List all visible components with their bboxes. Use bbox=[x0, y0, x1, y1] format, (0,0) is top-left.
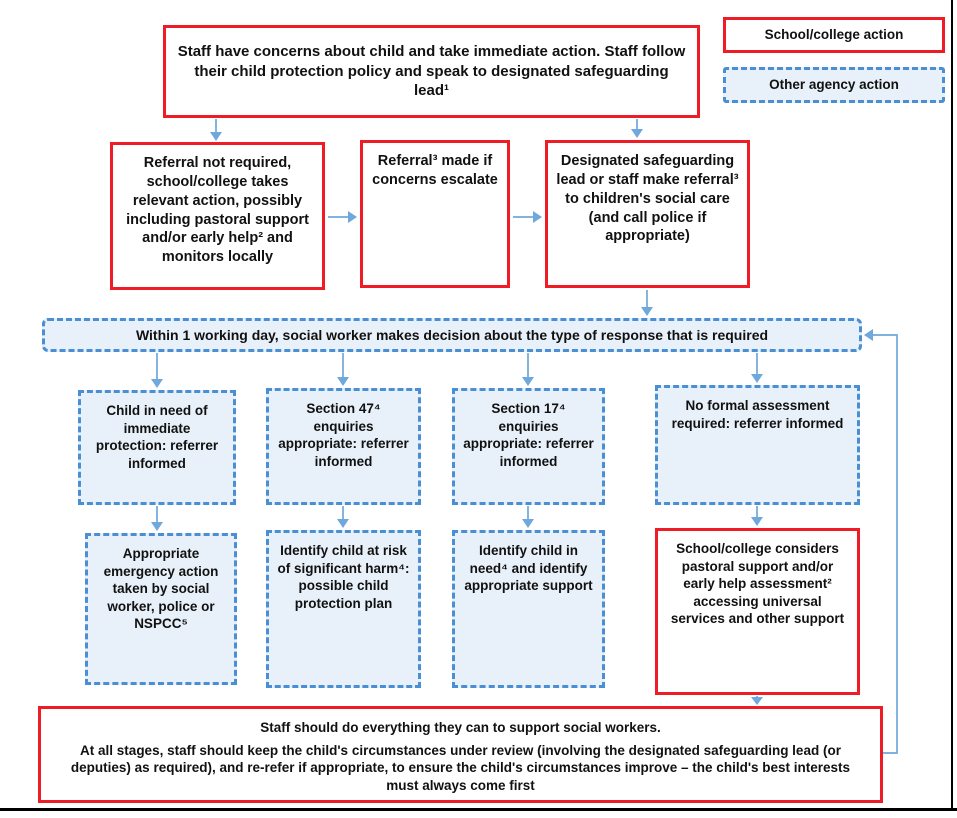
box-pastoral-support: School/college considers pastoral suppor… bbox=[655, 528, 860, 695]
page-edge-bottom bbox=[0, 808, 957, 811]
support-heading: Staff should do everything they can to s… bbox=[260, 720, 661, 735]
box-immediate-protection: Child in need of immediate protection: r… bbox=[78, 390, 236, 505]
box-referral-made-if-escalate: Referral³ made if concerns escalate bbox=[360, 140, 510, 288]
legend-other-agency-action: Other agency action bbox=[723, 67, 945, 103]
page-edge-right bbox=[951, 0, 953, 811]
box-support-social-workers: Staff should do everything they can to s… bbox=[38, 706, 883, 803]
box-referral-not-required: Referral not required, school/college ta… bbox=[110, 142, 325, 290]
box-section-17: Section 17⁴ enquiries appropriate: refer… bbox=[452, 388, 605, 505]
box-section-47: Section 47⁴ enquiries appropriate: refer… bbox=[266, 388, 421, 505]
legend-school-college-action: School/college action bbox=[723, 17, 945, 53]
banner-social-worker-decision: Within 1 working day, social worker make… bbox=[42, 318, 862, 352]
box-emergency-action: Appropriate emergency action taken by so… bbox=[85, 533, 237, 685]
support-body: At all stages, staff should keep the chi… bbox=[70, 742, 851, 793]
box-child-in-need: Identify child in need⁴ and identify app… bbox=[452, 530, 605, 688]
box-no-formal-assessment: No formal assessment required: referrer … bbox=[655, 385, 860, 505]
box-significant-harm: Identify child at risk of significant ha… bbox=[266, 530, 421, 688]
box-dsl-makes-referral: Designated safeguarding lead or staff ma… bbox=[545, 140, 750, 288]
box-staff-concerns: Staff have concerns about child and take… bbox=[163, 25, 700, 118]
